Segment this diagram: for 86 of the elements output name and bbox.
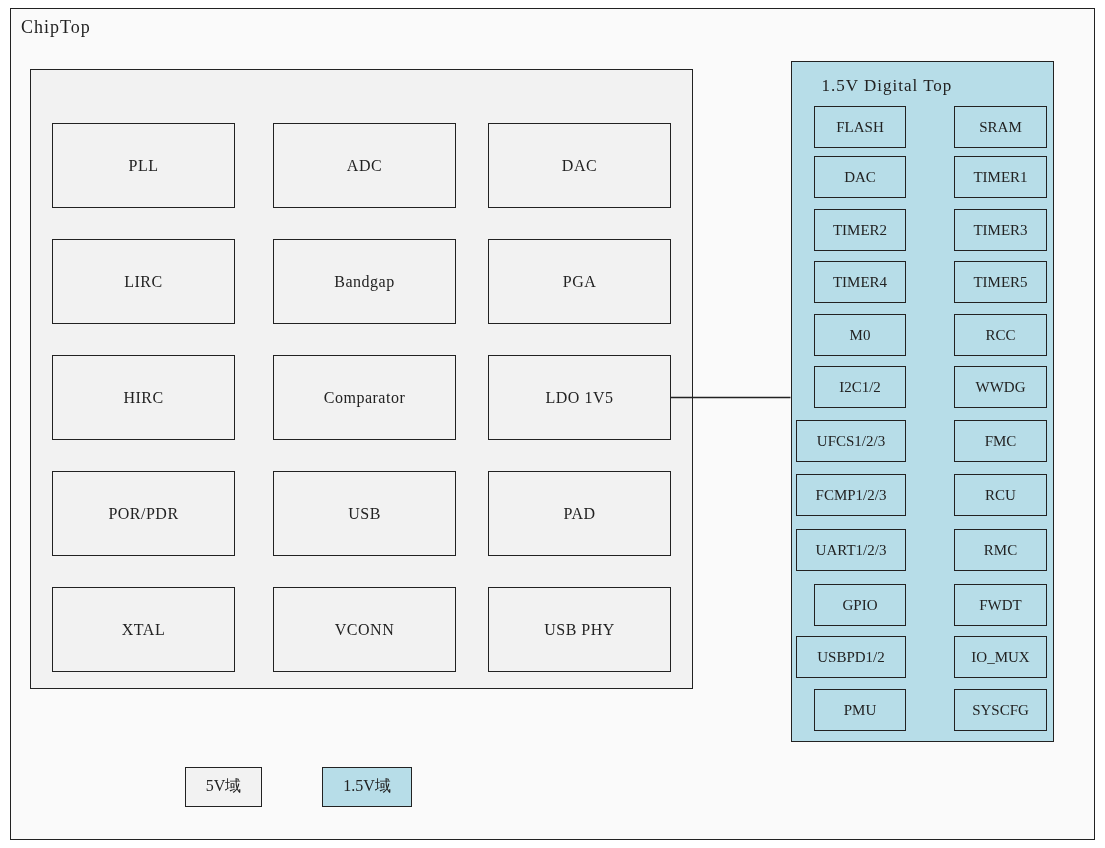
- digital-module-box: [814, 209, 906, 251]
- digital-module-box: [954, 209, 1047, 251]
- module-label: FWDT: [978, 596, 1023, 614]
- module-label: ADC: [345, 156, 384, 175]
- module-label: HIRC: [122, 388, 165, 407]
- module-label: TIMER2: [831, 221, 889, 239]
- module-label: LDO 1V5: [544, 388, 615, 407]
- analog-module-box: [488, 239, 671, 324]
- module-label: VCONN: [333, 620, 396, 639]
- module-label: RCC: [984, 326, 1017, 344]
- analog-module-box: [488, 355, 671, 440]
- analog-module-box: [273, 355, 456, 440]
- analog-module-box: [273, 123, 456, 208]
- digital-module-box: [954, 106, 1047, 148]
- analog-module-box: [52, 123, 235, 208]
- digital-module-box: [796, 420, 906, 462]
- digital-module-box: [814, 261, 906, 303]
- digital-module-box: [954, 314, 1047, 356]
- analog-module-box: [488, 123, 671, 208]
- module-label: POR/PDR: [107, 504, 180, 523]
- digital-module-box: [814, 689, 906, 731]
- digital-domain-panel: [790, 60, 1054, 742]
- chip-top-frame: [10, 8, 1095, 840]
- digital-module-box: [954, 636, 1047, 678]
- module-label: FMC: [983, 432, 1018, 450]
- module-label: Bandgap: [333, 272, 396, 291]
- module-label: SYSCFG: [971, 701, 1030, 719]
- digital-module-box: [796, 474, 906, 516]
- module-label: DAC: [560, 156, 599, 175]
- module-label: M0: [848, 326, 872, 344]
- analog-module-box: [52, 471, 235, 556]
- module-label: FLASH: [835, 118, 885, 136]
- digital-module-box: [796, 529, 906, 571]
- module-label: UART1/2/3: [814, 541, 888, 559]
- digital-module-box: [954, 529, 1047, 571]
- digital-module-box: [954, 420, 1047, 462]
- module-label: WWDG: [974, 378, 1027, 396]
- module-label: USB: [347, 504, 382, 523]
- analog-module-box: [52, 587, 235, 672]
- module-label: XTAL: [120, 620, 167, 639]
- analog-module-box: [273, 471, 456, 556]
- digital-module-box: [954, 366, 1047, 408]
- legend-key: 1.5V域: [322, 767, 412, 807]
- digital-module-box: [814, 314, 906, 356]
- module-label: PMU: [842, 701, 878, 719]
- module-label: TIMER5: [972, 273, 1029, 291]
- container-title: ChipTop: [21, 17, 91, 38]
- module-label: UFCS1/2/3: [815, 432, 887, 450]
- module-label: FCMP1/2/3: [814, 486, 888, 504]
- module-label: RMC: [982, 541, 1019, 559]
- module-label: SRAM: [978, 118, 1023, 136]
- module-label: IO_MUX: [970, 648, 1031, 666]
- digital-module-box: [814, 106, 906, 148]
- module-label: PGA: [561, 272, 598, 291]
- analog-module-box: [52, 355, 235, 440]
- module-label: RCU: [984, 486, 1017, 504]
- analog-module-box: [488, 471, 671, 556]
- analog-module-box: [273, 587, 456, 672]
- analog-module-box: [488, 587, 671, 672]
- digital-module-box: [954, 689, 1047, 731]
- module-label: USBPD1/2: [816, 648, 886, 666]
- digital-module-box: [954, 261, 1047, 303]
- module-label: LIRC: [123, 272, 164, 291]
- module-label: GPIO: [841, 596, 879, 614]
- module-label: DAC: [843, 168, 877, 186]
- connector-line: [670, 396, 792, 399]
- box-analog-block-panel: [29, 68, 693, 689]
- module-label: Comparator: [322, 388, 407, 407]
- module-label: TIMER4: [831, 273, 889, 291]
- module-label: TIMER1: [972, 168, 1029, 186]
- module-label: PAD: [562, 504, 597, 523]
- analog-module-box: [52, 239, 235, 324]
- module-label: PLL: [127, 156, 160, 175]
- digital-module-box: [954, 156, 1047, 198]
- digital-module-box: [954, 584, 1047, 626]
- digital-module-box: [954, 474, 1047, 516]
- module-label: TIMER3: [972, 221, 1029, 239]
- digital-module-box: [814, 366, 906, 408]
- digital-module-box: [796, 636, 906, 678]
- digital-module-box: [814, 584, 906, 626]
- legend-key: 5V域: [185, 767, 262, 807]
- module-label: USB PHY: [543, 620, 616, 639]
- module-label: I2C1/2: [838, 378, 882, 396]
- container-title: 1.5V Digital Top: [821, 75, 953, 96]
- analog-module-box: [273, 239, 456, 324]
- digital-module-box: [814, 156, 906, 198]
